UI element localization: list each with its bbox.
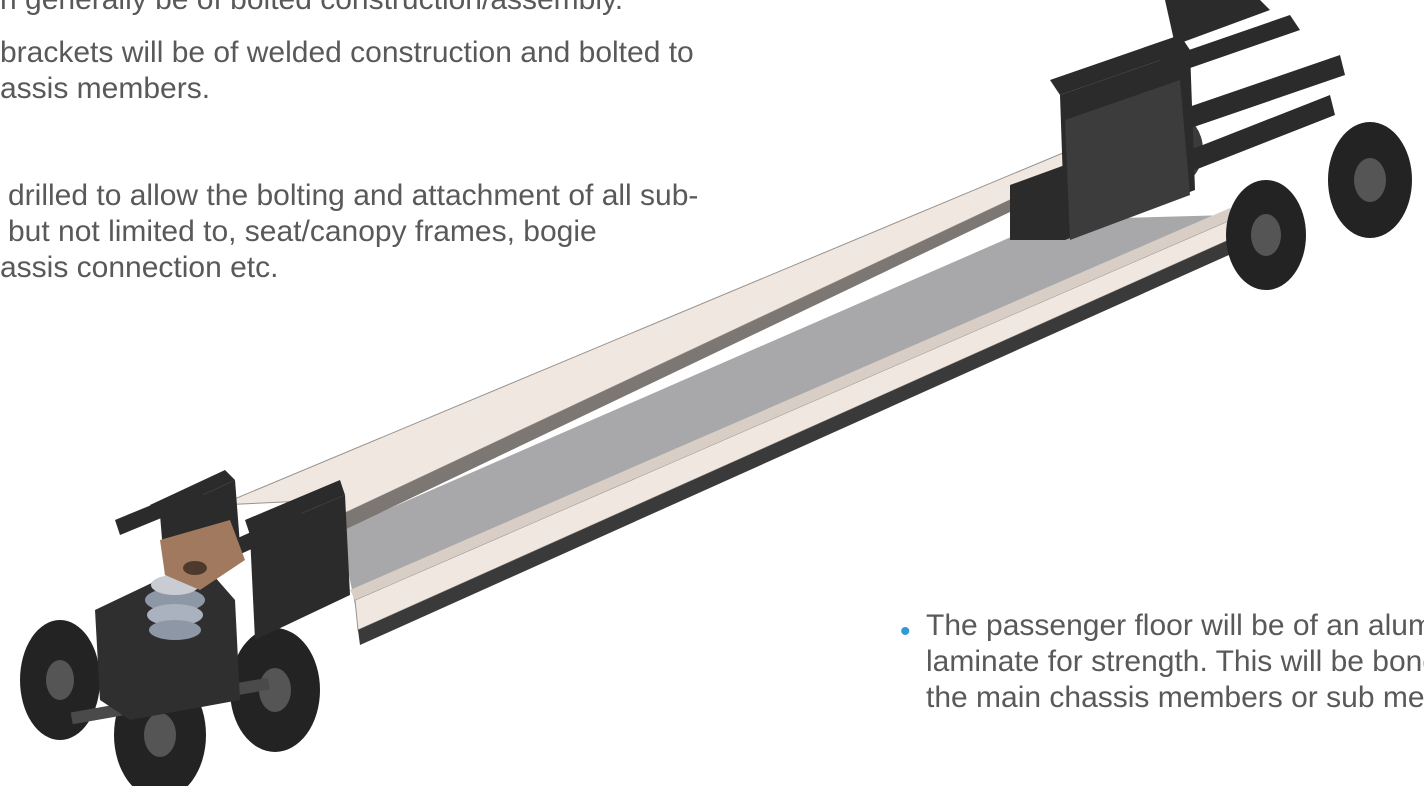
bullet-text: The passenger floor will be of an alumin… <box>926 608 1424 716</box>
bracket-hole <box>183 561 207 575</box>
rear-frame-face <box>1065 80 1190 240</box>
body-text-line-2: brackets will be of welded construction … <box>0 36 694 69</box>
bullet-dot-icon: • <box>900 615 911 648</box>
near-rail-bottom <box>358 235 1240 645</box>
bullet-line-3: the main chassis members or sub members. <box>926 681 1424 714</box>
bullet-line-1: The passenger floor will be of an alumin… <box>926 609 1424 642</box>
bullet-line-2: laminate for strength. This will be bond… <box>926 645 1424 678</box>
near-rail-top <box>350 208 1235 600</box>
body-text-line-3: assis members. <box>0 72 211 105</box>
body-text-line-6: assis connection etc. <box>0 251 279 284</box>
body-text-line-1: n generally be of bolted construction/as… <box>0 0 623 18</box>
far-rail-shadow <box>330 200 1010 532</box>
rear-bogie <box>1147 115 1412 290</box>
body-text-line-5: but not limited to, seat/canopy frames, … <box>8 215 597 248</box>
body-text-line-4: drilled to allow the bolting and attachm… <box>8 179 699 212</box>
bronze-bracket <box>160 520 245 590</box>
